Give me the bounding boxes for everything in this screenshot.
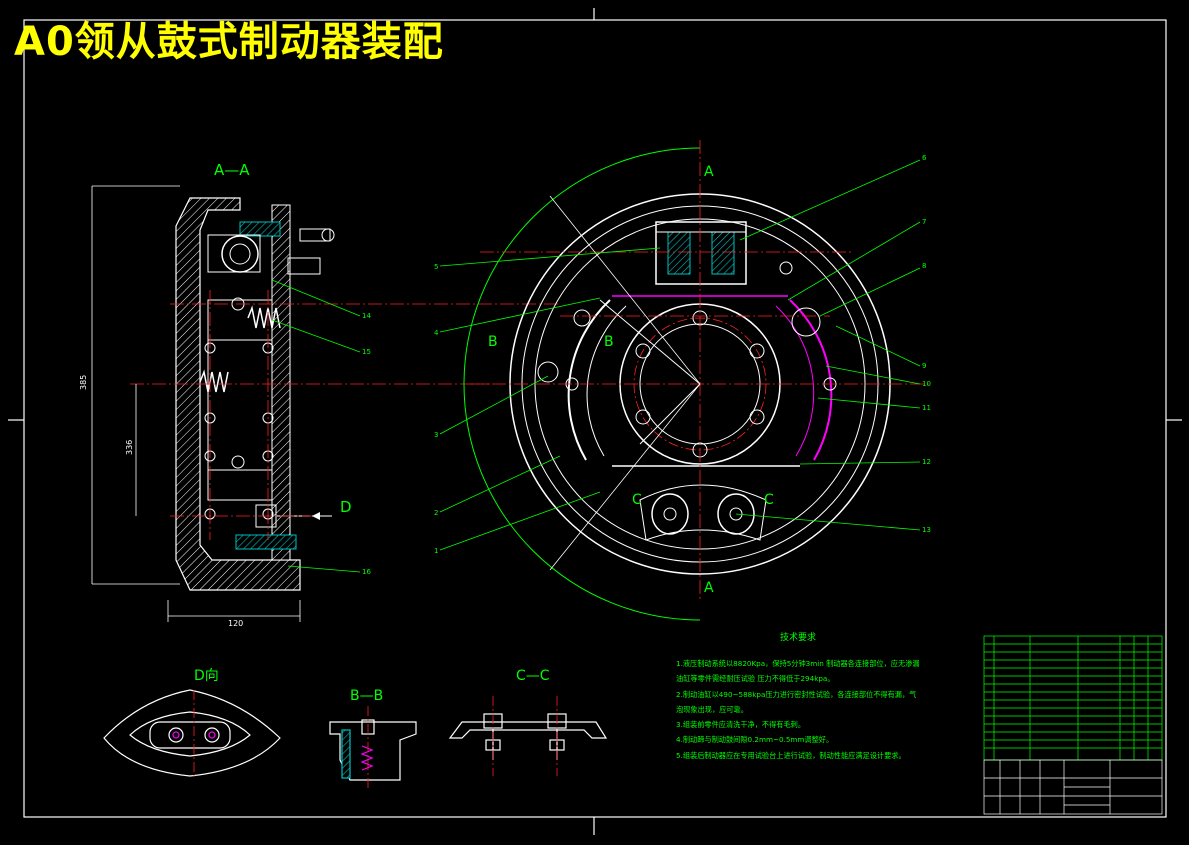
- cut-mark-b-left: B: [488, 334, 498, 350]
- bleed-screw: [299, 228, 331, 242]
- front-view: A A B B C C: [463, 140, 930, 621]
- section-cc-label: C—C: [516, 668, 550, 684]
- svg-text:12: 12: [922, 458, 931, 466]
- tech-req-line: 3.组装前零件应清洗干净，不得有毛刺。: [676, 720, 805, 729]
- leader-lines: [271, 159, 921, 573]
- svg-text:4: 4: [434, 329, 439, 337]
- dim-height-inner: 336: [125, 440, 134, 455]
- cut-mark-a-bottom: A: [704, 580, 714, 596]
- cut-mark-a-top: A: [704, 164, 714, 180]
- cut-mark-b-right: B: [604, 334, 614, 350]
- svg-text:14: 14: [362, 312, 371, 320]
- svg-text:6: 6: [922, 154, 927, 162]
- hub-lower-flange: [235, 534, 297, 550]
- svg-text:2: 2: [434, 509, 438, 517]
- brake-shoe-side: [207, 299, 273, 501]
- svg-text:1: 1: [434, 547, 438, 555]
- view-d-marker: D: [340, 498, 352, 516]
- trailing-shoe: [789, 299, 833, 461]
- section-bb: B—B: [329, 688, 417, 790]
- svg-text:9: 9: [922, 362, 926, 370]
- dim-height-left: 385: [79, 375, 88, 390]
- tech-req-line: 油缸等零件需经耐压试验 压力不得低于294kpa。: [676, 674, 835, 683]
- cut-mark-c-right: C: [764, 492, 774, 508]
- view-d-label: D向: [194, 668, 219, 684]
- leader-numbers: 1 2 3 4 5 6 7 8 9 10 11 12 13 14 15 16: [362, 154, 931, 576]
- wheel-cylinder-top: [655, 221, 747, 285]
- svg-text:5: 5: [434, 263, 438, 271]
- tech-req-line: 1.液压制动系统以8820Kpa，保持5分钟3min 制动器各连接部位，应无渗漏: [676, 659, 920, 668]
- tech-req-line: 2.制动油缸以490~588kpa压力进行密封性试验，各连接部位不得有漏，气: [676, 690, 916, 699]
- title-block: [983, 759, 1163, 815]
- drawing-frame: [8, 8, 1182, 835]
- leading-shoe: [567, 299, 611, 461]
- svg-text:7: 7: [922, 218, 926, 226]
- section-bb-label: B—B: [350, 688, 383, 704]
- section-aa-label: A—A: [214, 161, 250, 179]
- section-aa-view: A—A: [79, 161, 560, 628]
- svg-text:3: 3: [434, 431, 438, 439]
- section-cc: C—C: [448, 668, 608, 776]
- svg-text:13: 13: [922, 526, 931, 534]
- svg-text:16: 16: [362, 568, 371, 576]
- bolt-holes-section: [204, 342, 274, 520]
- dimension-arc: [463, 147, 701, 621]
- back-plate: [271, 204, 291, 561]
- return-spring-middle: [199, 369, 229, 393]
- wheel-cylinder-section: [221, 235, 259, 273]
- cut-mark-c-left: C: [632, 492, 642, 508]
- anchor-pin-left: [651, 493, 689, 535]
- svg-text:8: 8: [922, 262, 926, 270]
- tech-req-line: 5.组装后制动器应在专用试验台上进行试验，制动性能应满足设计要求。: [676, 751, 906, 760]
- dim-width-bottom: 120: [228, 619, 243, 628]
- svg-text:15: 15: [362, 348, 371, 356]
- svg-text:11: 11: [922, 404, 931, 412]
- return-spring-upper: [247, 305, 281, 329]
- tech-req-line: 泡现象出现，应可靠。: [676, 705, 748, 714]
- svg-text:10: 10: [922, 380, 931, 388]
- tech-req-heading: 技术要求: [780, 631, 816, 643]
- tech-req-line: 4.制动蹄与制动鼓间隙0.2mm~0.5mm调整好。: [676, 735, 833, 744]
- hub-flange: [239, 221, 281, 237]
- tech-requirements: 技术要求 1.液压制动系统以8820Kpa，保持5分钟3min 制动器各连接部位…: [676, 631, 920, 760]
- drawing-title: A0领从鼓式制动器装配: [14, 19, 444, 65]
- view-d: D向: [103, 668, 281, 780]
- parts-list-table: [983, 635, 1163, 761]
- drum-wall-hatch: [175, 197, 301, 591]
